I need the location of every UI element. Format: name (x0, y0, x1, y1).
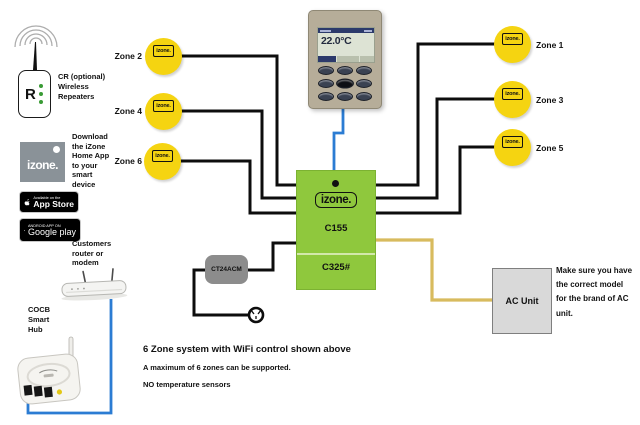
repeater-label: R (25, 85, 36, 103)
wire-controller-ct24acm (248, 241, 296, 272)
thermostat-screen-header (318, 28, 374, 33)
zone3-label: Zone 3 (536, 95, 564, 105)
wifi-signal-icon (14, 25, 58, 48)
ac-unit-note: Make sure you have the correct model for… (556, 266, 633, 318)
wire-zone6-controller (162, 159, 296, 215)
izone-badge: izone. (502, 33, 523, 45)
app-download-caption: Download the iZone Home App to your smar… (72, 132, 110, 189)
wireless-repeater-device: R (18, 70, 51, 118)
thermostat-button (356, 79, 372, 88)
zone6-label: Zone 6 (114, 156, 142, 166)
power-outlet-icon (247, 306, 265, 324)
footer-line2: A maximum of 6 zones can be supported. (143, 363, 291, 372)
zone1-sensor: izone. (494, 26, 531, 63)
controller-model-c325: C325# (322, 262, 350, 273)
app-store-badge: Available on the App Store (19, 191, 79, 213)
controller-dot (332, 180, 339, 187)
zone-controller-unit: izone. C155 C325# (296, 170, 376, 290)
zone3-sensor: izone. (494, 81, 531, 118)
izone-logo-dot (53, 146, 60, 153)
controller-logo: izone. (297, 190, 375, 208)
thermostat-button (318, 66, 334, 75)
wire-thermostat-controller (332, 104, 345, 172)
wire-zone4-controller (163, 109, 296, 200)
wire-zone1-controller (374, 42, 512, 187)
zone5-sensor: izone. (494, 129, 531, 166)
zone4-label: Zone 4 (114, 106, 142, 116)
wire-zone5-controller (374, 145, 512, 215)
zone2-sensor: izone. (145, 38, 182, 75)
repeater-antenna-icon (33, 42, 37, 70)
thermostat-button (356, 92, 372, 101)
izone-badge: izone. (153, 45, 174, 57)
wire-zone2-controller (163, 54, 296, 187)
wire-ct24acm-power (192, 268, 248, 317)
thermostat-button-center (336, 78, 354, 89)
ac-unit-box: AC Unit (492, 268, 552, 334)
thermostat-screen: 22.0°C (317, 27, 375, 63)
footer-line3: NO temperature sensors (143, 380, 231, 389)
izone-badge: izone. (502, 136, 523, 148)
repeater-caption: CR (optional) Wireless Repeaters (58, 72, 106, 101)
thermostat-buttons (318, 66, 372, 101)
wire-router-hub (26, 299, 113, 415)
zone2-label: Zone 2 (114, 51, 142, 61)
izone-badge: izone. (153, 100, 174, 112)
wall-thermostat: 22.0°C (308, 10, 382, 109)
zone6-sensor: izone. (144, 143, 181, 180)
izone-badge: izone. (502, 88, 523, 100)
google-play-badge: ANDROID APP ON Google play (19, 218, 81, 242)
thermostat-button (318, 92, 334, 101)
thermostat-button (337, 92, 353, 101)
izone-badge: izone. (152, 150, 173, 162)
izone-app-logo: izone. (20, 142, 65, 182)
router-image (61, 268, 128, 301)
router-caption: Customers router or modem (72, 239, 112, 268)
ct24acm-module: CT24ACM (205, 255, 248, 284)
controller-model-c155: C155 (324, 223, 348, 234)
footer-title: 6 Zone system with WiFi control shown ab… (143, 344, 351, 355)
hub-caption: COCB Smart Hub (28, 305, 51, 334)
zone5-label: Zone 5 (536, 143, 564, 153)
wire-controller-acunit (374, 238, 492, 302)
wire-zone3-controller (374, 97, 512, 200)
repeater-status-dots (38, 84, 43, 104)
apple-logo-icon (24, 198, 30, 205)
play-triangle-icon (24, 229, 25, 231)
thermostat-temperature: 22.0°C (321, 35, 352, 47)
thermostat-screen-footer (318, 56, 374, 62)
smart-hub-image (17, 336, 81, 405)
controller-divider (297, 253, 375, 255)
thermostat-button (356, 66, 372, 75)
zone4-sensor: izone. (145, 93, 182, 130)
zone1-label: Zone 1 (536, 40, 564, 50)
thermostat-button (337, 66, 353, 75)
thermostat-button (318, 79, 334, 88)
